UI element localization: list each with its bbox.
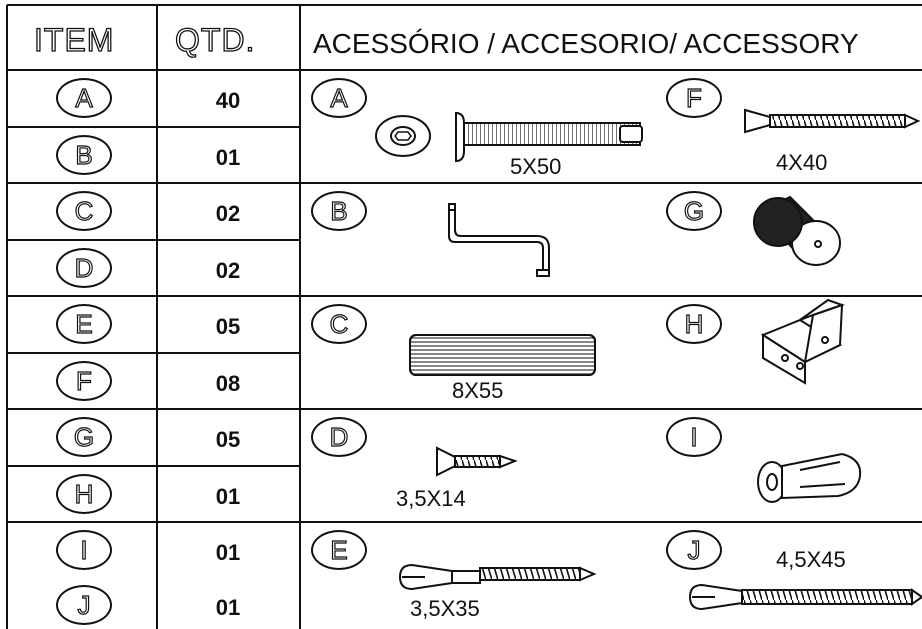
item-letter-i: I — [56, 530, 112, 570]
size-label-e: 3,5X35 — [410, 596, 480, 621]
acc-letter-c: C — [311, 304, 367, 344]
qty-a: 40 — [215, 88, 241, 113]
acc-letter-i: I — [666, 417, 722, 457]
item-letter-d: D — [56, 248, 112, 288]
size-label-j: 4,5X45 — [776, 547, 846, 572]
acc-letter-j: J — [666, 530, 722, 570]
item-letter-b: B — [56, 135, 112, 175]
screw-d-icon — [436, 446, 518, 477]
screw-j-icon — [688, 583, 922, 611]
qty-j: 01 — [215, 595, 241, 620]
qty-g: 05 — [215, 427, 241, 452]
acc-letter-g: G — [666, 191, 722, 231]
acc-letter-d: D — [311, 417, 367, 457]
qty-h: 01 — [215, 484, 241, 509]
screw-f-icon — [744, 108, 921, 134]
acc-letter-a: A — [311, 78, 367, 118]
qty-d: 02 — [215, 258, 241, 283]
bracket-icon — [760, 298, 846, 385]
acc-letter-e: E — [311, 530, 367, 570]
item-letter-f: F — [56, 361, 112, 401]
qty-c: 02 — [215, 201, 241, 226]
size-label-f: 4X40 — [776, 150, 828, 175]
allen-key-icon — [448, 203, 550, 277]
header-item: ITEM — [33, 22, 115, 58]
item-letter-g: G — [56, 417, 112, 457]
item-letter-e: E — [56, 304, 112, 344]
acc-letter-f: F — [666, 78, 722, 118]
qty-e: 05 — [215, 314, 241, 339]
header-accessory: ACESSÓRIO / ACCESORIO/ ACCESSORY — [313, 28, 859, 59]
bolt-a-icon — [375, 111, 643, 163]
wall-anchor-icon — [757, 452, 862, 503]
item-letter-a: A — [56, 78, 112, 118]
qty-b: 01 — [215, 145, 241, 170]
qty-i: 01 — [215, 540, 241, 565]
item-letter-j: J — [56, 585, 112, 625]
item-letter-c: C — [56, 191, 112, 231]
size-label-a: 5X50 — [510, 154, 562, 179]
acc-letter-b: B — [311, 191, 367, 231]
header-qty: QTD. — [174, 22, 256, 58]
foot-cap-icon — [753, 195, 841, 266]
acc-letter-h: H — [666, 304, 722, 344]
dowel-icon — [409, 334, 596, 376]
item-letter-h: H — [56, 474, 112, 514]
size-label-c: 8X55 — [452, 378, 504, 403]
size-label-d: 3,5X14 — [396, 486, 466, 511]
screw-e-icon — [398, 563, 597, 591]
qty-f: 08 — [215, 371, 241, 396]
